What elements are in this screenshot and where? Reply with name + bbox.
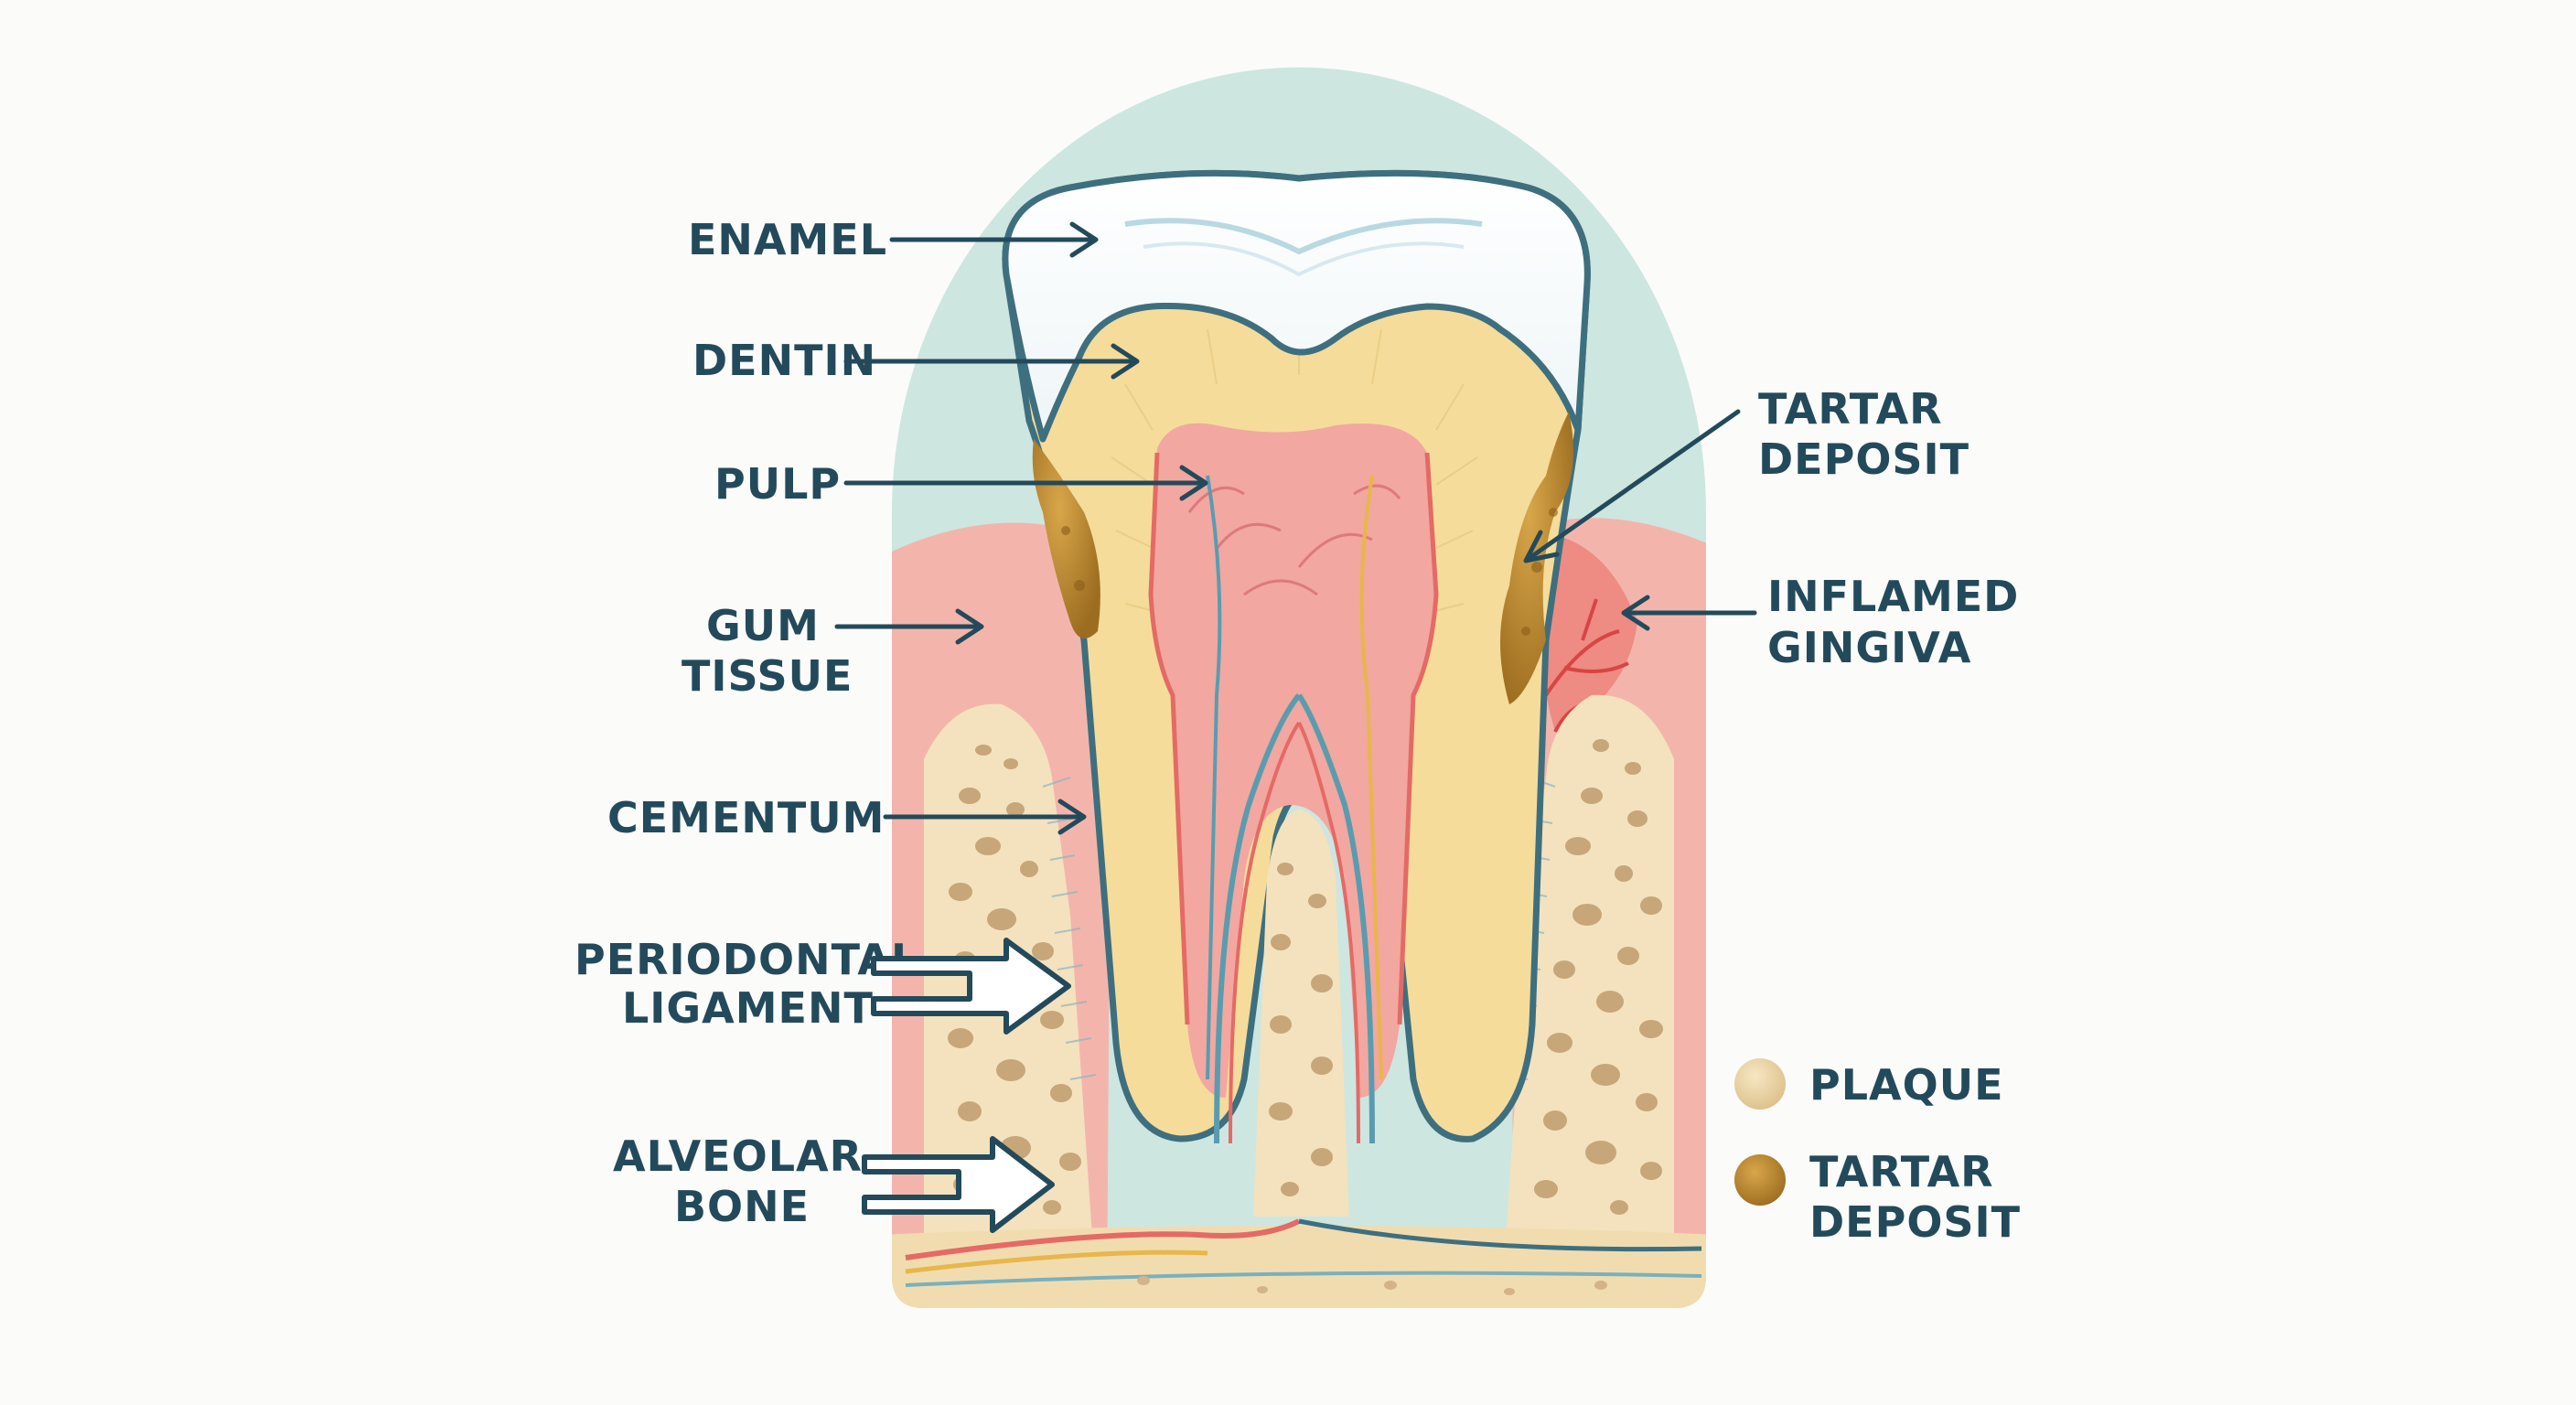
arrow-inflamed-gingiva: [1621, 595, 1757, 631]
arrow-tartar-deposit: [1523, 409, 1741, 563]
arrow-gum-tissue: [834, 608, 984, 645]
arrow-pulp: [843, 465, 1208, 501]
legend-tartar-label-line2: DEPOSIT: [1809, 1197, 2021, 1247]
legend: PLAQUE TARTAR DEPOSIT: [1734, 1058, 2021, 1247]
root-canal-right: [1296, 693, 1375, 1144]
alveolar-bone-right: [1500, 694, 1674, 1309]
label-alveolar-line1: ALVEOLAR: [613, 1132, 863, 1181]
legend-tartar-swatch: [1734, 1154, 1786, 1206]
arrow-enamel: [889, 221, 1099, 258]
label-gum-tissue-line1: GUM: [706, 601, 820, 650]
bone-pores-right: [1534, 739, 1663, 1215]
arrow-periodontal-ligament: [871, 938, 1071, 1035]
label-inflamed-line1: INFLAMED: [1767, 572, 2019, 621]
label-periodontal-line2: LIGAMENT: [622, 983, 874, 1033]
label-tartar-deposit-line2: DEPOSIT: [1758, 434, 1970, 484]
legend-tartar-label-line1: TARTAR: [1809, 1147, 1994, 1196]
arrow-alveolar-bone: [862, 1136, 1055, 1233]
arrow-dentin: [843, 343, 1140, 380]
label-tartar-deposit-line1: TARTAR: [1758, 384, 1943, 434]
root-canal-left: [1214, 693, 1302, 1144]
inflamed-veins: [1544, 598, 1629, 733]
inflamed-gingiva-area: [1541, 535, 1637, 732]
alveolar-bone-base: [892, 1226, 1706, 1309]
label-alveolar-line2: BONE: [674, 1182, 810, 1231]
label-gum-tissue-line2: TISSUE: [682, 651, 853, 701]
arrow-cementum: [883, 799, 1087, 835]
legend-plaque-label: PLAQUE: [1809, 1060, 2004, 1110]
legend-plaque-swatch: [1734, 1058, 1786, 1110]
label-periodontal-line1: PERIODONTAL: [574, 935, 918, 984]
label-inflamed-line2: GINGIVA: [1767, 623, 1971, 672]
enamel: [1002, 169, 1591, 443]
label-enamel: ENAMEL: [688, 215, 887, 264]
label-cementum: CEMENTUM: [607, 793, 885, 842]
label-pulp: PULP: [714, 459, 841, 509]
